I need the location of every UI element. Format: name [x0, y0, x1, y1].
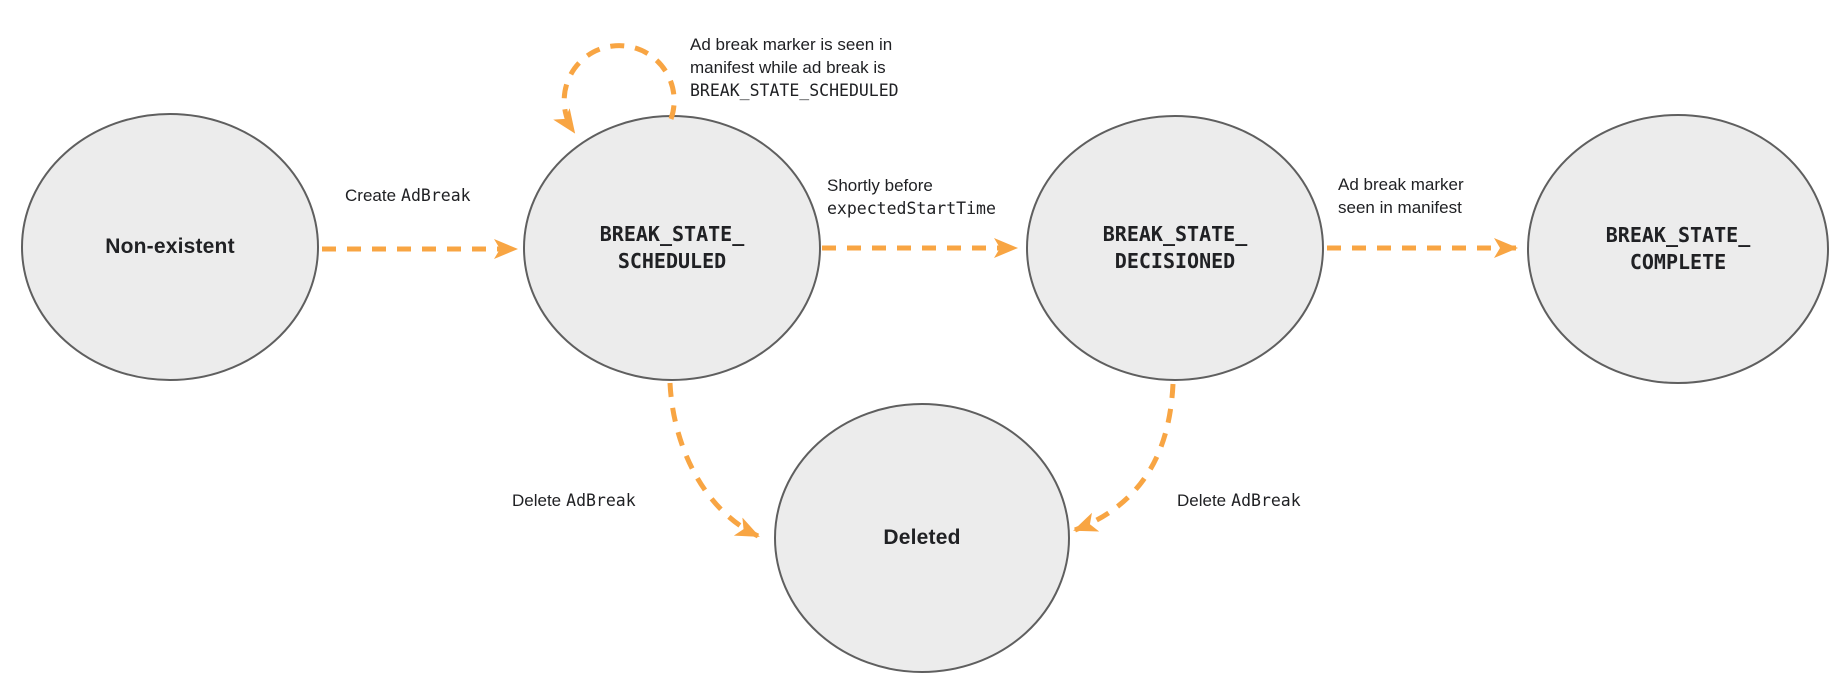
edge-label-text: seen in manifest — [1338, 198, 1462, 217]
edge-label-text: manifest while ad break is — [690, 58, 886, 77]
edge-label-code: AdBreak — [566, 491, 636, 510]
state-label-break-state-scheduled: BREAK_STATE_ SCHEDULED — [524, 221, 820, 275]
state-label-non-existent: Non-existent — [105, 235, 235, 258]
edge-label-self-loop: Ad break marker is seen in manifest whil… — [690, 33, 899, 102]
state-label-line: BREAK_STATE_ — [1605, 223, 1751, 247]
edge-label-marker-seen: Ad break marker seen in manifest — [1338, 173, 1464, 219]
state-label-line: BREAK_STATE_ — [599, 222, 745, 246]
edge-label-text: Ad break marker — [1338, 175, 1464, 194]
edge-label-code: AdBreak — [1231, 491, 1301, 510]
edge-label-text: Delete — [512, 491, 562, 510]
state-label-line: DECISIONED — [1114, 249, 1236, 273]
edge-label-shortly-before: Shortly before expectedStartTime — [827, 174, 996, 220]
edge-label-text: Ad break marker is seen in — [690, 35, 893, 54]
state-node-break-state-complete — [1527, 114, 1829, 384]
edge-label-code: expectedStartTime — [827, 199, 996, 218]
state-label-line: BREAK_STATE_ — [1102, 222, 1248, 246]
edge-label-text: Create — [345, 186, 397, 205]
edge-delete-adbreak-from-decisioned — [1073, 383, 1176, 533]
edge-label-text: Delete — [1177, 491, 1227, 510]
edge-label-code: AdBreak — [401, 186, 471, 205]
state-node-non-existent — [21, 113, 319, 381]
state-label-break-state-decisioned: BREAK_STATE_ DECISIONED — [1027, 221, 1323, 275]
state-node-break-state-decisioned — [1026, 115, 1324, 381]
state-label-deleted: Deleted — [883, 526, 961, 549]
edge-delete-adbreak-from-scheduled — [667, 382, 760, 539]
state-label-line: COMPLETE — [1629, 250, 1727, 274]
edge-self-loop-scheduled — [553, 43, 677, 134]
state-node-deleted — [774, 403, 1070, 673]
edge-label-text: Shortly before — [827, 176, 933, 195]
edge-label-code: BREAK_STATE_SCHEDULED — [690, 81, 899, 100]
state-label-break-state-complete: BREAK_STATE_ COMPLETE — [1528, 222, 1828, 276]
state-label-line: SCHEDULED — [617, 249, 727, 273]
